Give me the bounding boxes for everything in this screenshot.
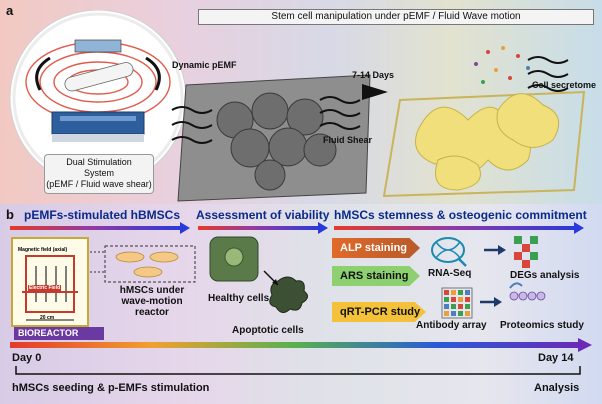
day-0-label: Day 0	[12, 352, 42, 364]
dual-stimulation-device	[9, 10, 187, 187]
dimension-label: 20 cm	[40, 315, 55, 321]
hmscs-reactor-caption: hMSCs under wave-motion reactor	[104, 285, 200, 318]
apoptotic-cells-label: Apoptotic cells	[232, 325, 304, 336]
rna-seq-label: RNA-Seq	[428, 268, 472, 279]
hmscs-line-2: wave-motion reactor	[121, 296, 183, 318]
omics-illustrations	[431, 236, 546, 319]
antibody-array-label: Antibody array	[416, 320, 487, 331]
analysis-label: Analysis	[534, 382, 580, 394]
dual-line-2: System	[83, 168, 114, 178]
header-stemness: hMSCs stemness & osteogenic commitment	[334, 208, 587, 222]
healthy-cells-label: Healthy cells	[208, 293, 270, 304]
panel-a-label: a	[6, 3, 14, 18]
dual-line-3: (pEMF / Fluid wave shear)	[46, 179, 152, 189]
header-arrows	[10, 222, 584, 234]
header-viability: Assessment of viability	[196, 208, 330, 222]
panel-b-label: b	[6, 207, 14, 222]
hmsc-cells-box	[104, 245, 196, 283]
secretome-illustration	[382, 46, 586, 198]
day-14-label: Day 14	[538, 352, 574, 364]
timeline-bar	[10, 338, 592, 352]
cell-secretome-label: Cell secretome	[532, 80, 597, 90]
header-pemf: pEMFs-stimulated hBMSCs	[24, 208, 181, 222]
seeding-label: hMSCs seeding & p-EMFs stimulation	[12, 382, 210, 394]
electric-field-label: Electric Field	[28, 285, 62, 291]
fluid-shear-label: Fluid Shear	[323, 135, 373, 145]
degs-analysis-label: DEGs analysis	[510, 270, 580, 281]
dual-line-1: Dual Stimulation	[66, 157, 132, 167]
qrt-pcr-tag: qRT-PCR study	[332, 302, 426, 322]
ars-staining-tag: ARS staining	[332, 266, 420, 286]
magnetic-field-label: Magnetic field (axial)	[18, 247, 68, 253]
proteomics-label: Proteomics study	[500, 320, 584, 331]
dynamic-pemf-label: Dynamic pEMF	[172, 60, 237, 70]
forward-arrow-icon	[362, 84, 388, 100]
panel-a-title: Stem cell manipulation under pEMF / Flui…	[198, 9, 594, 25]
alp-staining-tag: ALP staining	[332, 238, 420, 258]
membrane-illustration	[171, 74, 371, 202]
bioreactor-tag: BIOREACTOR	[14, 327, 104, 340]
bioreactor-illustration	[11, 237, 89, 327]
days-label: 7-14 Days	[352, 70, 395, 80]
timeline-bracket	[15, 366, 581, 375]
dual-stimulation-caption: Dual Stimulation System (pEMF / Fluid wa…	[44, 154, 154, 194]
viability-cells	[209, 236, 308, 313]
hmscs-line-1: hMSCs under	[119, 285, 185, 296]
